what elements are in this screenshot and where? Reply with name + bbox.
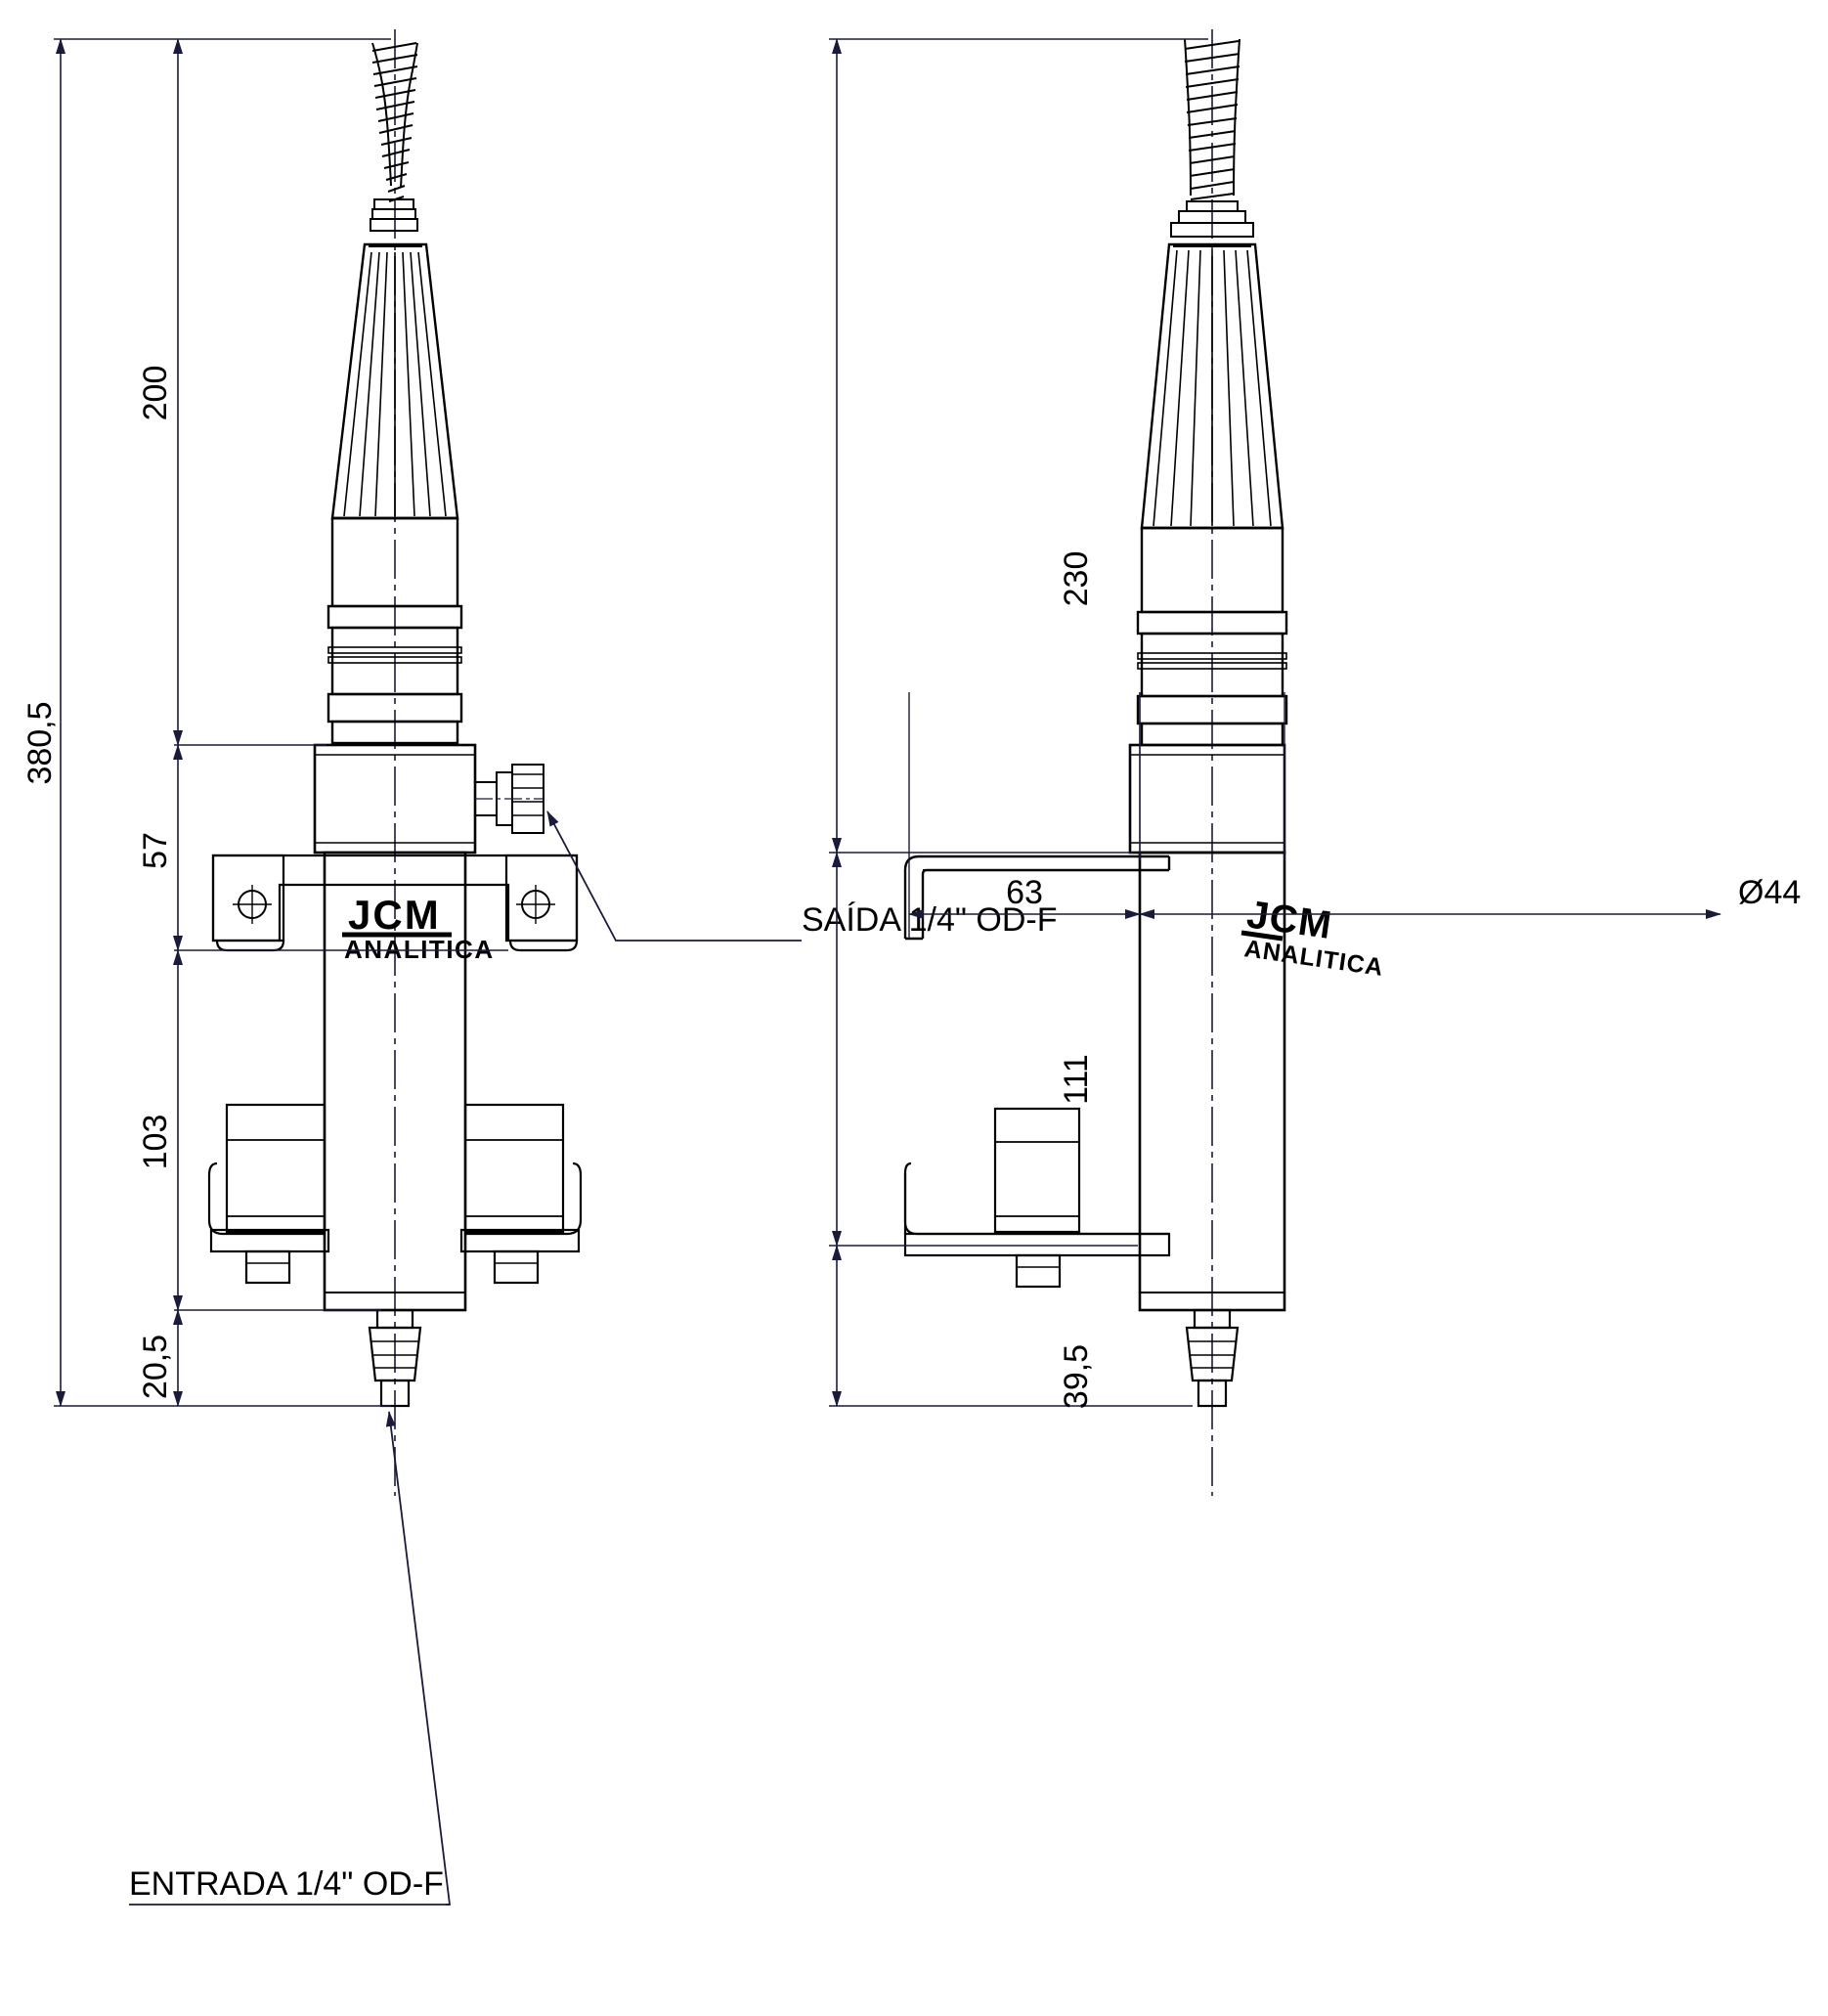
dim-upper-section: 200 xyxy=(137,38,183,746)
dim-overall-height: 380,5 xyxy=(22,38,65,1407)
side-view-dimensions: 230 111 39,5 63 Ø44 xyxy=(829,38,1801,1409)
outlet-fitting xyxy=(474,764,544,834)
logo-line1: JCM xyxy=(348,892,441,938)
side-spring-conduit xyxy=(1170,38,1254,238)
clamp-left xyxy=(207,1103,330,1285)
callout-outlet-text: SAÍDA 1/4" OD-F xyxy=(802,901,1057,939)
dim-side-mid-height: 111 xyxy=(832,852,1095,1247)
mid-barrel xyxy=(326,516,463,745)
callout-inlet: ENTRADA 1/4" OD-F xyxy=(129,1411,452,1906)
spring-conduit xyxy=(370,42,418,232)
dim-label-diameter-44: Ø44 xyxy=(1738,874,1801,911)
dim-label-39-5: 39,5 xyxy=(1058,1344,1095,1409)
product-logo-front: JCM ANALITICA xyxy=(342,892,495,964)
dim-label-20-5: 20,5 xyxy=(137,1335,174,1399)
dim-body-diameter: Ø44 xyxy=(1139,692,1801,919)
callout-outlet: SAÍDA 1/4" OD-F xyxy=(546,811,1057,942)
side-view: JCM ANALITICA xyxy=(903,29,1385,1496)
dim-label-63: 63 xyxy=(1006,874,1043,911)
dim-label-380-5: 380,5 xyxy=(22,701,59,784)
inlet-fitting xyxy=(368,1308,422,1408)
dim-label-57: 57 xyxy=(137,832,174,869)
dim-side-lower-height: 39,5 xyxy=(832,1245,1095,1409)
front-view-callouts: SAÍDA 1/4" OD-F ENTRADA 1/4" OD-F xyxy=(129,811,1057,1906)
cone-ribs xyxy=(343,251,447,517)
dim-side-upper-height: 230 xyxy=(832,38,1095,854)
dim-label-230: 230 xyxy=(1058,551,1095,607)
side-clamp xyxy=(903,1107,1171,1289)
logo-line2: ANALITICA xyxy=(344,935,495,964)
callout-inlet-text: ENTRADA 1/4" OD-F xyxy=(129,1865,444,1903)
clamp-right xyxy=(459,1103,583,1285)
side-spring-coils xyxy=(1184,40,1240,200)
dim-collar-section: 57 xyxy=(137,744,183,951)
side-inlet-fitting xyxy=(1185,1308,1240,1408)
side-cone-ribs xyxy=(1153,249,1272,527)
front-view-dimensions: 380,5 200 57 103 20,5 xyxy=(22,38,508,1407)
dim-body-section: 103 xyxy=(137,949,183,1311)
dim-label-111: 111 xyxy=(1058,1054,1095,1105)
front-view: JCM ANALITICA xyxy=(207,29,583,1496)
dim-label-103: 103 xyxy=(137,1115,174,1170)
dim-label-200: 200 xyxy=(137,366,174,421)
spring-coils xyxy=(371,42,418,202)
dim-inlet-section: 20,5 xyxy=(137,1309,183,1407)
